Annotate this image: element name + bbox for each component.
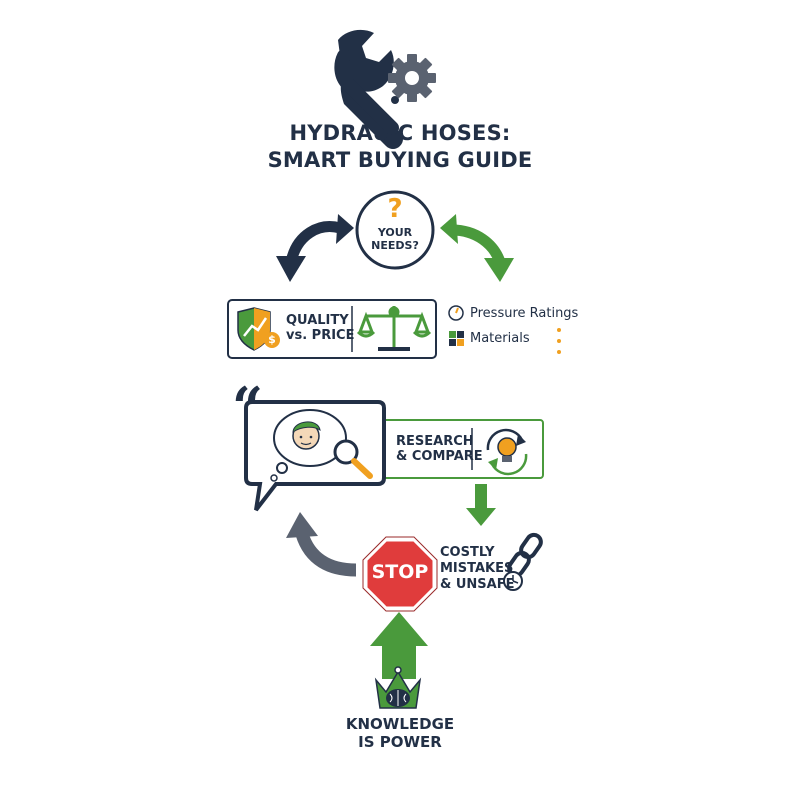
quality-line-2: vs. PRICE: [286, 328, 355, 343]
gauge-icon: [448, 305, 464, 321]
curved-arrow-right-icon: [440, 214, 514, 282]
research-line-1: RESEARCH: [396, 434, 474, 449]
quote-mark-icon: “: [232, 375, 264, 439]
factor-pressure-ratings: Pressure Ratings: [470, 306, 579, 321]
question-mark-icon: ?: [387, 194, 403, 224]
stop-sign-text: STOP: [371, 561, 429, 583]
magnifier-icon: [333, 439, 373, 479]
speech-bubble: [244, 400, 386, 512]
knowledge-line-2: IS POWER: [358, 733, 442, 751]
down-arrow-icon: [466, 484, 496, 526]
person-icon: [270, 409, 347, 482]
needs-line-1: YOUR: [377, 226, 413, 239]
research-line-2: & COMPARE: [396, 449, 483, 464]
materials-icon: [449, 331, 464, 346]
lightbulb-icon: [486, 428, 528, 476]
quality-line-1: QUALITY: [286, 313, 349, 328]
knowledge-line-1: KNOWLEDGE: [345, 715, 455, 733]
page-title-line-2: SMART BUYING GUIDE: [267, 148, 533, 172]
scale-icon: [356, 306, 432, 351]
gear-icon: [388, 54, 436, 102]
curved-arrow-up-left-icon: [286, 512, 357, 577]
curved-arrow-left-icon: [276, 214, 354, 282]
stop-line-1: COSTLY: [440, 545, 495, 560]
brain-icon: [386, 689, 410, 707]
ellipsis-dots-icon: [557, 328, 561, 354]
needs-line-2: NEEDS?: [371, 239, 419, 252]
dollar-coin-icon: $: [268, 333, 276, 346]
stop-line-3: & UNSAFE: [440, 577, 515, 592]
up-arrow-icon: [370, 612, 428, 679]
factor-materials: Materials: [470, 331, 530, 346]
stop-line-2: MISTAKES: [440, 561, 514, 576]
page-title-line-1: HYDRAUIC HOSES:: [289, 121, 511, 145]
crown-icon: [374, 666, 422, 709]
